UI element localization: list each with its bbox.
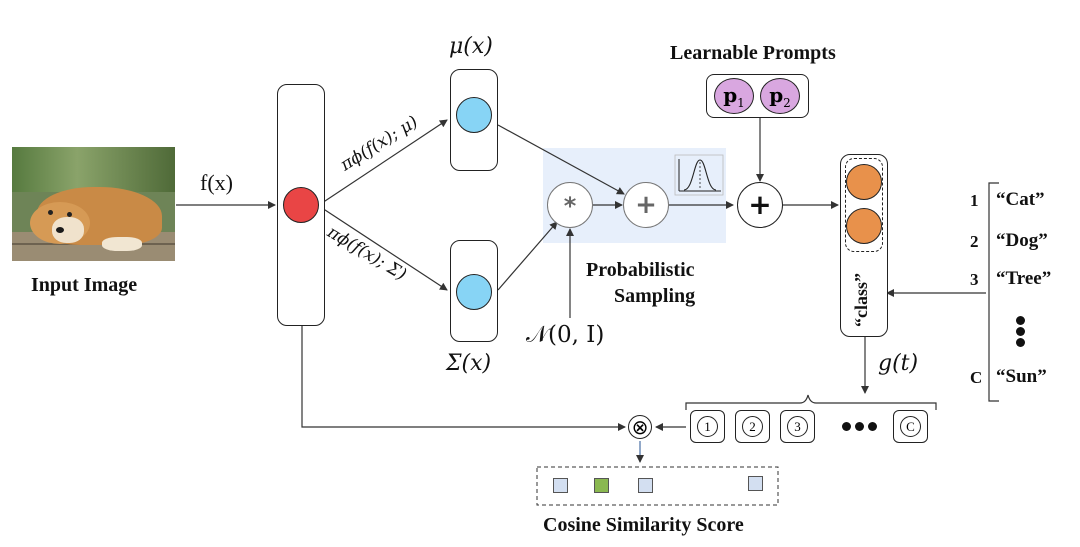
score-square-3 — [638, 478, 653, 493]
score-square-c — [748, 476, 763, 491]
input-image — [12, 147, 175, 261]
fx-label: f(x) — [200, 172, 233, 194]
class-ellipsis-dot-1 — [1016, 316, 1025, 325]
normal-dist-label: 𝒩(0, I) — [526, 322, 605, 348]
class-ellipsis-dot-2 — [1016, 327, 1025, 336]
prompt-p2-node: p2 — [760, 78, 800, 114]
multiply-symbol: * — [563, 192, 577, 220]
add-noise-symbol: + — [635, 190, 657, 220]
prompts-title: Learnable Prompts — [670, 42, 836, 64]
class-index-2: 2 — [970, 232, 979, 251]
combine-symbol: + — [748, 188, 772, 221]
fx-text: f(x) — [200, 170, 233, 195]
image-feature-node — [283, 187, 319, 223]
prompt-p2-text: p — [769, 83, 784, 107]
arrow-mu-to-plus — [497, 124, 625, 195]
score-square-1 — [553, 478, 568, 493]
otimes-symbol: ⊗ — [631, 415, 649, 439]
class-index-c: C — [970, 368, 983, 387]
class-name-1: “Cat” — [996, 189, 1045, 210]
sigma-label: Σ(x) — [446, 351, 492, 376]
gaussian-plot-icon — [674, 154, 724, 196]
arrow-image-feature-to-otimes — [301, 326, 626, 431]
arrow-to-mu — [321, 119, 448, 204]
score-square-2-highlight — [594, 478, 609, 493]
class-token-label: “class” — [851, 273, 871, 327]
prompt-p2-sub: 2 — [783, 96, 791, 110]
text-embedding-2: 2 — [735, 410, 770, 443]
text-embedding-1-label: 1 — [697, 416, 718, 437]
prompt-slots-dashed — [845, 158, 883, 252]
mu-label: μ(x) — [449, 34, 493, 59]
class-prompt-node-2 — [846, 208, 882, 244]
cosine-score-label: Cosine Similarity Score — [543, 514, 744, 536]
class-name-2: “Dog” — [996, 230, 1048, 251]
class-name-3: “Tree” — [996, 268, 1052, 289]
input-image-label: Input Image — [31, 274, 138, 296]
class-name-c: “Sun” — [996, 366, 1047, 387]
arrow-sigma-to-star — [497, 221, 558, 291]
multiply-node: * — [547, 182, 593, 228]
tokens-bracket — [685, 394, 937, 410]
token-ellipsis-dot-3 — [868, 422, 877, 431]
mu-node — [456, 97, 492, 133]
add-noise-node: + — [623, 182, 669, 228]
text-embedding-2-label: 2 — [742, 416, 763, 437]
class-prompt-node-1 — [846, 164, 882, 200]
text-embedding-3: 3 — [780, 410, 815, 443]
prompt-p1-sub: 1 — [737, 96, 745, 110]
prompt-p1-text: p — [723, 83, 738, 107]
token-ellipsis-dot-2 — [855, 422, 864, 431]
class-index-1: 1 — [970, 191, 979, 210]
text-embedding-1: 1 — [690, 410, 725, 443]
prompt-p1-node: p1 — [714, 78, 754, 114]
class-index-3: 3 — [970, 270, 979, 289]
class-ellipsis-dot-3 — [1016, 338, 1025, 347]
text-embedding-c: C — [893, 410, 928, 443]
cosine-score-box — [536, 466, 779, 506]
text-embedding-3-label: 3 — [787, 416, 808, 437]
class-list-bracket — [988, 182, 999, 402]
token-ellipsis-dot-1 — [842, 422, 851, 431]
text-embedding-c-label: C — [900, 416, 921, 437]
similarity-otimes-node: ⊗ — [628, 415, 652, 439]
sampling-label-2: Sampling — [614, 285, 696, 307]
gt-label: g(t) — [878, 351, 919, 376]
sampling-label-1: Probabilistic — [586, 259, 695, 281]
sigma-node — [456, 274, 492, 310]
arrow-to-sigma — [321, 207, 448, 291]
combine-node: + — [737, 182, 783, 228]
